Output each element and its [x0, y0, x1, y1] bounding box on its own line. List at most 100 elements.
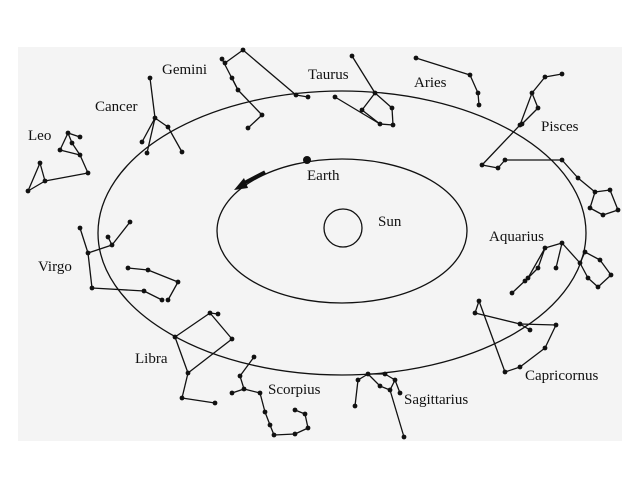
libra-line — [187, 338, 233, 374]
scorpius-star-icon — [267, 422, 273, 428]
pisces-star-icon — [559, 71, 565, 77]
pisces-line — [521, 107, 539, 125]
constellation-gemini — [219, 47, 311, 131]
aquarius-line — [599, 259, 612, 276]
sagittarius-star-icon — [352, 403, 358, 409]
aquarius-line — [544, 242, 563, 249]
capricornus-line — [478, 300, 506, 373]
constellation-capricornus — [472, 298, 559, 375]
orbit-direction-arrow-head-icon — [234, 178, 248, 190]
cancer-star-icon — [152, 115, 158, 121]
capricornus-line — [504, 366, 521, 373]
pisces-star-icon — [615, 207, 621, 213]
aquarius-star-icon — [595, 284, 601, 290]
gemini-star-icon — [229, 75, 235, 81]
pisces-line — [531, 92, 539, 109]
aquarius-line — [537, 247, 546, 269]
virgo-star-icon — [145, 267, 151, 273]
scorpius-star-icon — [305, 425, 311, 431]
aquarius-line — [579, 262, 589, 279]
label-capricornus: Capricornus — [525, 368, 598, 384]
aquarius-line — [584, 251, 601, 261]
scorpius-star-icon — [271, 432, 277, 438]
libra-star-icon — [207, 310, 213, 316]
capricornus-star-icon — [472, 310, 478, 316]
leo-line — [44, 172, 89, 182]
capricornus-star-icon — [502, 369, 508, 375]
gemini-star-icon — [259, 112, 265, 118]
cancer-star-icon — [144, 150, 150, 156]
pisces-star-icon — [479, 162, 485, 168]
capricornus-star-icon — [542, 345, 548, 351]
pisces-star-icon — [542, 74, 548, 80]
pisces-line — [544, 73, 563, 78]
scorpius-line — [239, 356, 255, 377]
pisces-line — [561, 159, 579, 179]
aquarius-line — [597, 274, 612, 288]
libra-star-icon — [215, 311, 221, 317]
leo-line — [27, 180, 46, 192]
gemini-star-icon — [245, 125, 251, 131]
leo-star-icon — [85, 170, 91, 176]
virgo-star-icon — [77, 225, 83, 231]
cancer-star-icon — [139, 139, 145, 145]
scorpius-star-icon — [237, 373, 243, 379]
gemini-star-icon — [293, 92, 299, 98]
pisces-star-icon — [535, 105, 541, 111]
constellation-sagittarius — [352, 371, 407, 440]
label-cancer: Cancer — [95, 99, 137, 115]
gemini-star-icon — [305, 94, 311, 100]
sagittarius-star-icon — [387, 387, 393, 393]
virgo-star-icon — [141, 288, 147, 294]
gemini-line — [242, 49, 297, 96]
sagittarius-star-icon — [397, 390, 403, 396]
sun-label: Sun — [378, 214, 402, 230]
virgo-star-icon — [105, 234, 111, 240]
leo-star-icon — [37, 160, 43, 166]
cancer-line — [154, 117, 169, 128]
virgo-line — [79, 227, 89, 254]
aries-star-icon — [475, 90, 481, 96]
aquarius-star-icon — [582, 249, 588, 255]
aries-star-icon — [467, 72, 473, 78]
sagittarius-star-icon — [365, 371, 371, 377]
sun-icon — [323, 208, 363, 248]
virgo-line — [143, 290, 163, 301]
pisces-line — [531, 76, 546, 94]
libra-star-icon — [185, 370, 191, 376]
leo-star-icon — [25, 188, 31, 194]
diagram-panel — [18, 47, 622, 441]
label-sagittarius: Sagittarius — [404, 392, 468, 408]
virgo-line — [147, 269, 179, 283]
libra-line — [181, 397, 216, 404]
leo-line — [27, 162, 41, 192]
label-leo: Leo — [28, 128, 51, 144]
scorpius-star-icon — [302, 411, 308, 417]
libra-line — [174, 312, 211, 338]
virgo-star-icon — [109, 242, 115, 248]
taurus-star-icon — [372, 90, 378, 96]
scorpius-star-icon — [241, 386, 247, 392]
libra-star-icon — [179, 395, 185, 401]
taurus-star-icon — [390, 122, 396, 128]
pisces-star-icon — [502, 157, 508, 163]
scorpius-star-icon — [257, 390, 263, 396]
virgo-line — [167, 281, 179, 301]
leo-line — [59, 132, 69, 151]
capricornus-line — [544, 324, 557, 349]
capricornus-star-icon — [517, 364, 523, 370]
sagittarius-star-icon — [401, 434, 407, 440]
virgo-star-icon — [85, 250, 91, 256]
aquarius-star-icon — [585, 275, 591, 281]
aquarius-line — [555, 242, 563, 269]
gemini-star-icon — [222, 60, 228, 66]
leo-star-icon — [77, 134, 83, 140]
aries-star-icon — [476, 102, 482, 108]
pisces-star-icon — [600, 212, 606, 218]
virgo-star-icon — [159, 297, 165, 303]
scorpius-star-icon — [229, 390, 235, 396]
aquarius-star-icon — [559, 240, 565, 246]
pisces-line — [589, 207, 604, 216]
constellation-taurus — [332, 53, 396, 128]
